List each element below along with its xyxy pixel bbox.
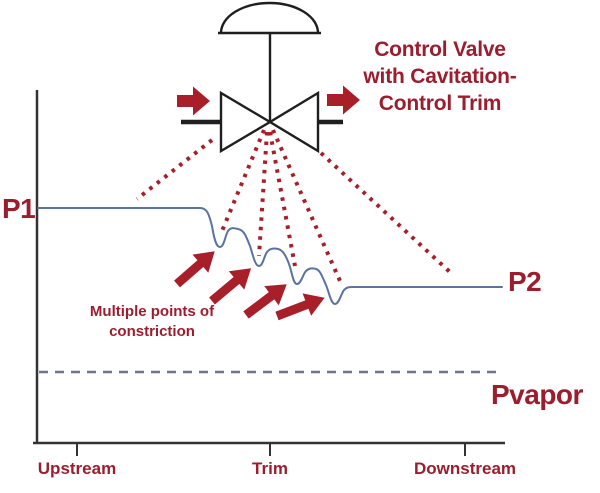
trim-projection-line-left [135, 138, 214, 201]
pressure-curve [37, 207, 503, 306]
p1-label: P1 [2, 193, 36, 224]
constriction-annotation-line1: Multiple points of [89, 303, 215, 320]
constriction-annotation: Multiple points of constriction [62, 302, 242, 342]
constriction-arrow-icon [174, 251, 215, 288]
flow-arrow-right-icon [327, 85, 360, 115]
constriction-arrow-icon [243, 284, 287, 319]
constriction-annotation-line2: constriction [109, 323, 195, 340]
valve-icon [181, 1, 343, 154]
trim-projection-line-dip3 [268, 131, 297, 267]
diagram-title: Control Valve with Cavitation- Control T… [348, 36, 532, 117]
p2-label: P2 [508, 266, 542, 297]
trim-projection-lines [135, 129, 454, 282]
axis-label-upstream: Upstream [37, 459, 117, 478]
valve-body-left [219, 90, 273, 154]
pvapor-label: Pvapor [491, 379, 583, 410]
constriction-arrow-icon [209, 268, 252, 305]
flow-arrow-left-icon [177, 86, 210, 116]
trim-projection-line-dip4 [271, 129, 342, 282]
axis-label-downstream: Downstream [413, 459, 517, 478]
trim-projection-line-dip2 [257, 131, 269, 257]
axis-label-trim: Trim [252, 459, 288, 478]
constriction-arrow-icon [275, 293, 325, 321]
diagram-title-line3: Control Trim [378, 92, 502, 115]
constriction-arrows [174, 251, 325, 321]
actuator-dome [219, 1, 320, 34]
trim-projection-line-right [319, 151, 454, 276]
diagram-title-line1: Control Valve [374, 38, 506, 61]
diagram-title-line2: with Cavitation- [363, 65, 517, 88]
